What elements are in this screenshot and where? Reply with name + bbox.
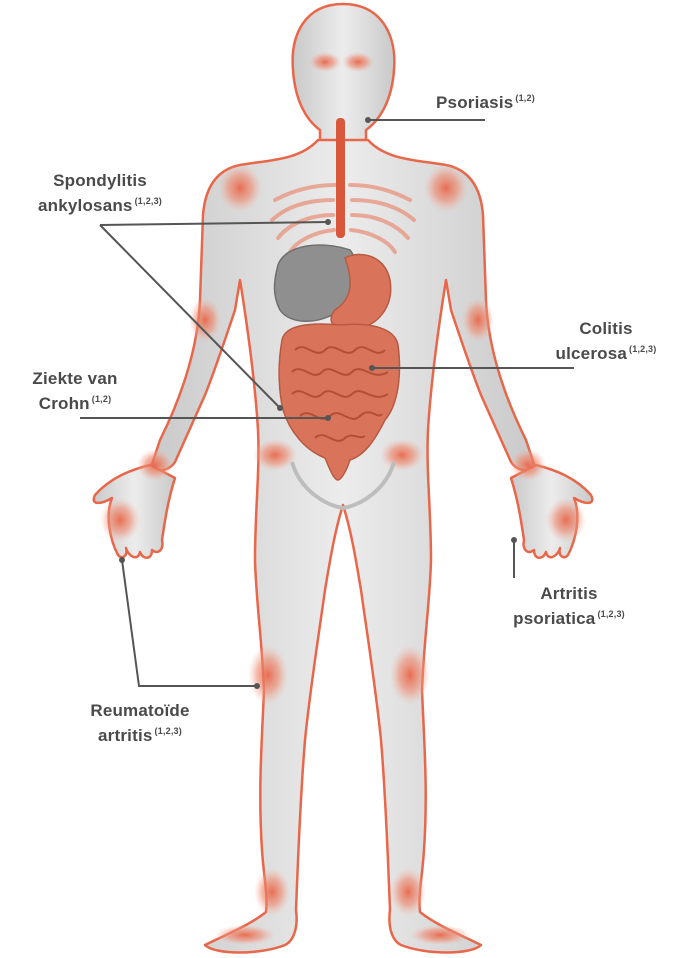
esophagus: [336, 118, 345, 238]
label-crohn-line1: Ziekte van: [10, 368, 140, 389]
label-artritis-psoriatica-ref: (1,2,3): [597, 609, 624, 619]
label-colitis-line1: Colitis: [536, 318, 676, 339]
label-spondylitis-ref: (1,2,3): [135, 196, 162, 206]
label-psoriasis: Psoriasis(1,2): [436, 88, 535, 113]
label-artritis-psoriatica: Artritis psoriatica(1,2,3): [484, 583, 654, 629]
label-psoriasis-text: Psoriasis: [436, 93, 513, 112]
label-colitis-ref: (1,2,3): [629, 344, 656, 354]
label-spondylitis: Spondylitis ankylosans(1,2,3): [10, 170, 190, 216]
label-spondylitis-line2: ankylosans: [38, 196, 133, 215]
label-colitis-line2: ulcerosa: [556, 344, 628, 363]
label-reumatoide-line2: artritis: [98, 726, 153, 745]
label-artritis-psoriatica-line1: Artritis: [484, 583, 654, 604]
label-colitis: Colitis ulcerosa(1,2,3): [536, 318, 676, 364]
label-reumatoide-line1: Reumatoïde: [55, 700, 225, 721]
label-crohn: Ziekte van Crohn(1,2): [10, 368, 140, 414]
label-crohn-ref: (1,2): [92, 394, 112, 404]
reumatoide-leader-line: [122, 560, 257, 686]
label-artritis-psoriatica-line2: psoriatica: [513, 609, 595, 628]
label-crohn-line2: Crohn: [39, 394, 90, 413]
label-reumatoide-ref: (1,2,3): [155, 726, 182, 736]
label-reumatoide: Reumatoïde artritis(1,2,3): [55, 700, 225, 746]
label-psoriasis-ref: (1,2): [515, 93, 535, 103]
label-spondylitis-line1: Spondylitis: [10, 170, 190, 191]
